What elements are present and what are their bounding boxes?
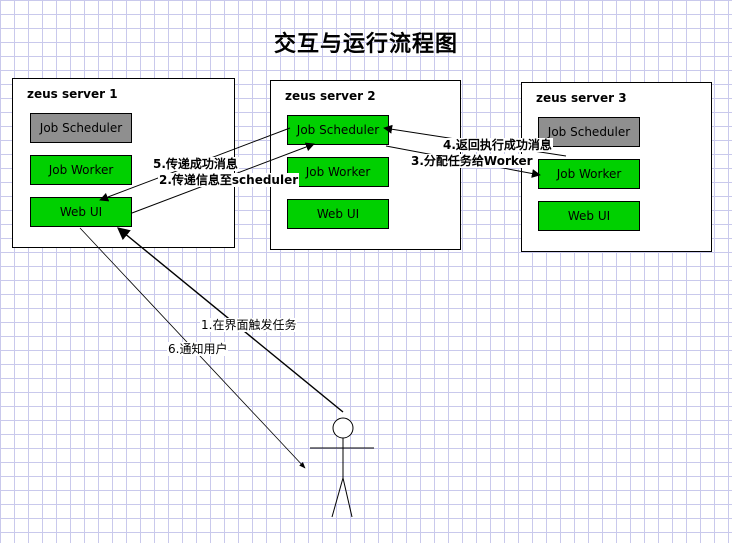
server-3: zeus server 3 Job Scheduler Job Worker W… [521, 82, 712, 252]
server-3-label: zeus server 3 [536, 91, 627, 105]
flow-3-label: 3.分配任务给Worker [410, 154, 534, 168]
server-3-job-worker: Job Worker [538, 159, 640, 189]
user-icon [310, 417, 374, 518]
diagram-title: 交互与运行流程图 [273, 32, 458, 57]
server-3-web-ui: Web UI [538, 201, 640, 231]
server-1-label: zeus server 1 [27, 87, 118, 101]
server-1-job-worker: Job Worker [30, 155, 132, 185]
server-2-job-worker: Job Worker [287, 157, 389, 187]
flow-4-label: 4.返回执行成功消息 [442, 138, 553, 152]
flow-1-label: 1.在界面触发任务 [200, 318, 298, 332]
flow-2-label: 2.传递信息至scheduler [158, 173, 300, 187]
server-2-job-scheduler: Job Scheduler [287, 115, 389, 145]
server-3-job-scheduler: Job Scheduler [538, 117, 640, 147]
server-1-job-scheduler: Job Scheduler [30, 113, 132, 143]
server-2-web-ui: Web UI [287, 199, 389, 229]
server-1-web-ui: Web UI [30, 197, 132, 227]
flow-5-label: 5.传递成功消息 [152, 157, 239, 171]
server-2-label: zeus server 2 [285, 89, 376, 103]
flow-6-label: 6.通知用户 [167, 342, 229, 356]
